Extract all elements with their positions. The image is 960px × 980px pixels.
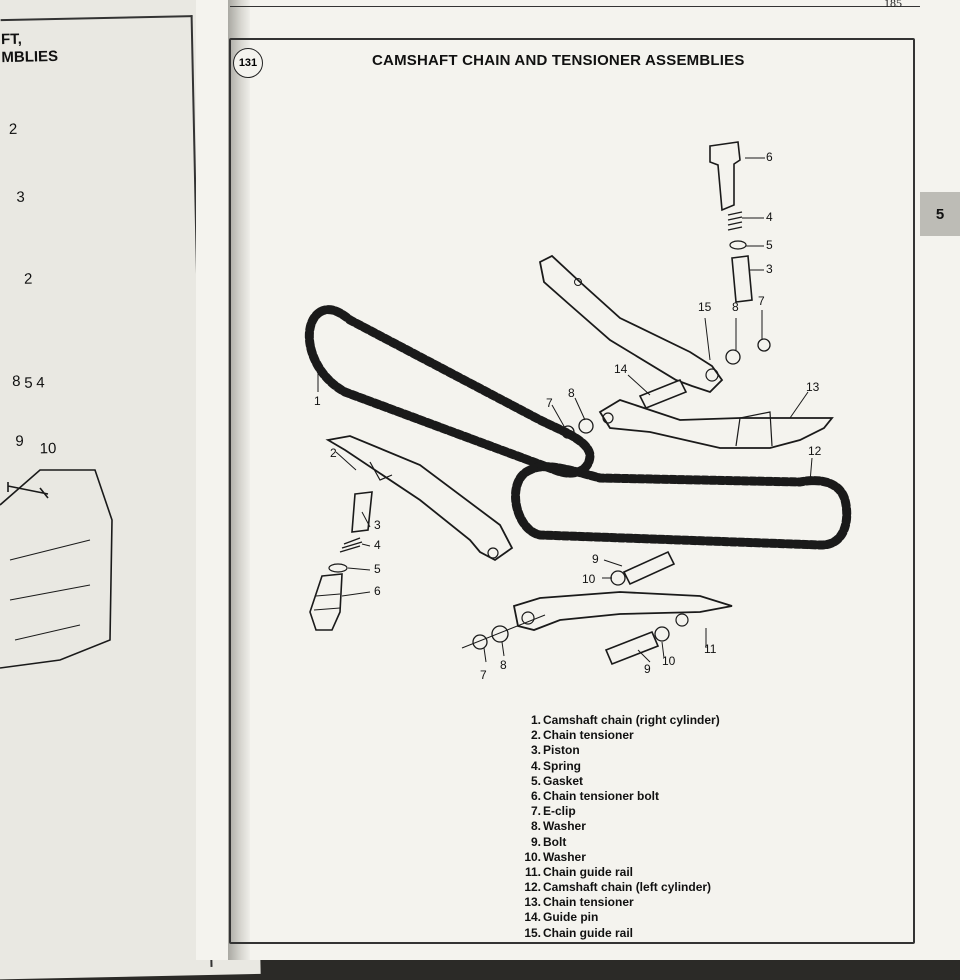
legend-item: 9.Bolt bbox=[530, 834, 567, 849]
leader-lines bbox=[317, 157, 813, 663]
legend-item: 8.Washer bbox=[530, 819, 586, 834]
exploded-diagram bbox=[0, 141, 852, 669]
eclip-top bbox=[757, 338, 771, 352]
parts-legend: 1.Camshaft chain (right cylinder) 2.Chai… bbox=[520, 713, 720, 941]
book-gutter bbox=[228, 0, 250, 960]
washer-bottom bbox=[654, 626, 670, 642]
legend-item: 15.Chain guide rail bbox=[524, 925, 634, 940]
guide-pin bbox=[638, 378, 688, 410]
figure-frame bbox=[229, 38, 915, 944]
figure-number-badge: 131 bbox=[233, 48, 263, 78]
legend-item: 12.Camshaft chain (left cylinder) bbox=[524, 880, 712, 895]
eclip-mid bbox=[561, 425, 575, 439]
legend-item: 5.Gasket bbox=[530, 773, 584, 788]
callout-4-top: 4 bbox=[766, 210, 773, 224]
legend-item: 2.Chain tensioner bbox=[530, 728, 634, 743]
callout-2: 2 bbox=[330, 446, 337, 460]
chapter-tab: 5 bbox=[920, 192, 960, 236]
page-number: 185 bbox=[884, 0, 902, 10]
legend-item: 10.Washer bbox=[524, 849, 586, 864]
callout-5-top: 5 bbox=[766, 238, 773, 252]
legend-item: 11.Chain guide rail bbox=[524, 864, 634, 879]
piston-top bbox=[731, 255, 753, 303]
legend-item: 6.Chain tensioner bolt bbox=[530, 788, 660, 803]
left-bolt bbox=[7, 482, 49, 499]
callout-7-mid: 7 bbox=[546, 396, 553, 410]
left-engine-ribs bbox=[9, 539, 91, 641]
callout-4-left: 4 bbox=[374, 538, 381, 552]
callout-7-bot: 7 bbox=[480, 668, 487, 682]
spring-top bbox=[727, 211, 743, 231]
bolt-bottom bbox=[604, 630, 660, 666]
washer-upper bbox=[610, 570, 626, 586]
callout-3-top: 3 bbox=[766, 262, 773, 276]
legend-item: 1.Camshaft chain (right cylinder) bbox=[530, 713, 720, 727]
tensioner-bolt-left bbox=[309, 573, 343, 631]
chain-guide-rail-top bbox=[538, 254, 724, 394]
callout-14: 14 bbox=[614, 362, 628, 376]
legend-item: 13.Chain tensioner bbox=[524, 895, 634, 910]
callout-13: 13 bbox=[806, 380, 820, 394]
callout-10-bot: 10 bbox=[662, 654, 676, 668]
washer-mid bbox=[578, 418, 594, 434]
callout-7-top: 7 bbox=[758, 294, 765, 308]
legend-item: 4.Spring bbox=[530, 758, 581, 773]
callout-15: 15 bbox=[698, 300, 712, 314]
callout-1: 1 bbox=[314, 394, 321, 408]
gasket-left bbox=[328, 563, 348, 573]
callout-8-mid: 8 bbox=[568, 386, 575, 400]
figure-title: CAMSHAFT CHAIN AND TENSIONER ASSEMBLIES bbox=[372, 52, 745, 69]
left-engine-outline bbox=[0, 469, 113, 669]
callout-10-upper: 10 bbox=[582, 572, 596, 586]
callout-9-bot: 9 bbox=[644, 662, 651, 676]
bolt-upper bbox=[622, 550, 676, 586]
gasket-top bbox=[729, 240, 747, 250]
chain-tensioner-right bbox=[598, 399, 834, 449]
chain-tensioner-left bbox=[325, 435, 514, 562]
legend-item: 14.Guide pin bbox=[524, 910, 599, 925]
tensioner-bolt-top bbox=[709, 141, 741, 212]
callout-12: 12 bbox=[808, 444, 822, 458]
washer-top bbox=[725, 349, 741, 365]
spring-left bbox=[339, 537, 363, 553]
callout-5-left: 5 bbox=[374, 562, 381, 576]
chain-left-cylinder bbox=[511, 462, 852, 550]
callout-6-top: 6 bbox=[766, 150, 773, 164]
legend-item: 3.Piston bbox=[530, 743, 580, 758]
eclip-bot bbox=[472, 634, 488, 650]
callout-11: 11 bbox=[704, 642, 717, 656]
header-rule bbox=[230, 6, 920, 7]
chain-guide-rail-bottom bbox=[512, 591, 733, 631]
legend-item: 7.E-clip bbox=[530, 804, 576, 819]
callout-9-upper: 9 bbox=[592, 552, 599, 566]
callout-6-left: 6 bbox=[374, 584, 381, 598]
washer-bot bbox=[491, 625, 509, 643]
callout-3-left: 3 bbox=[374, 518, 381, 532]
callout-8-bot: 8 bbox=[500, 658, 507, 672]
callout-8-top: 8 bbox=[732, 300, 739, 314]
